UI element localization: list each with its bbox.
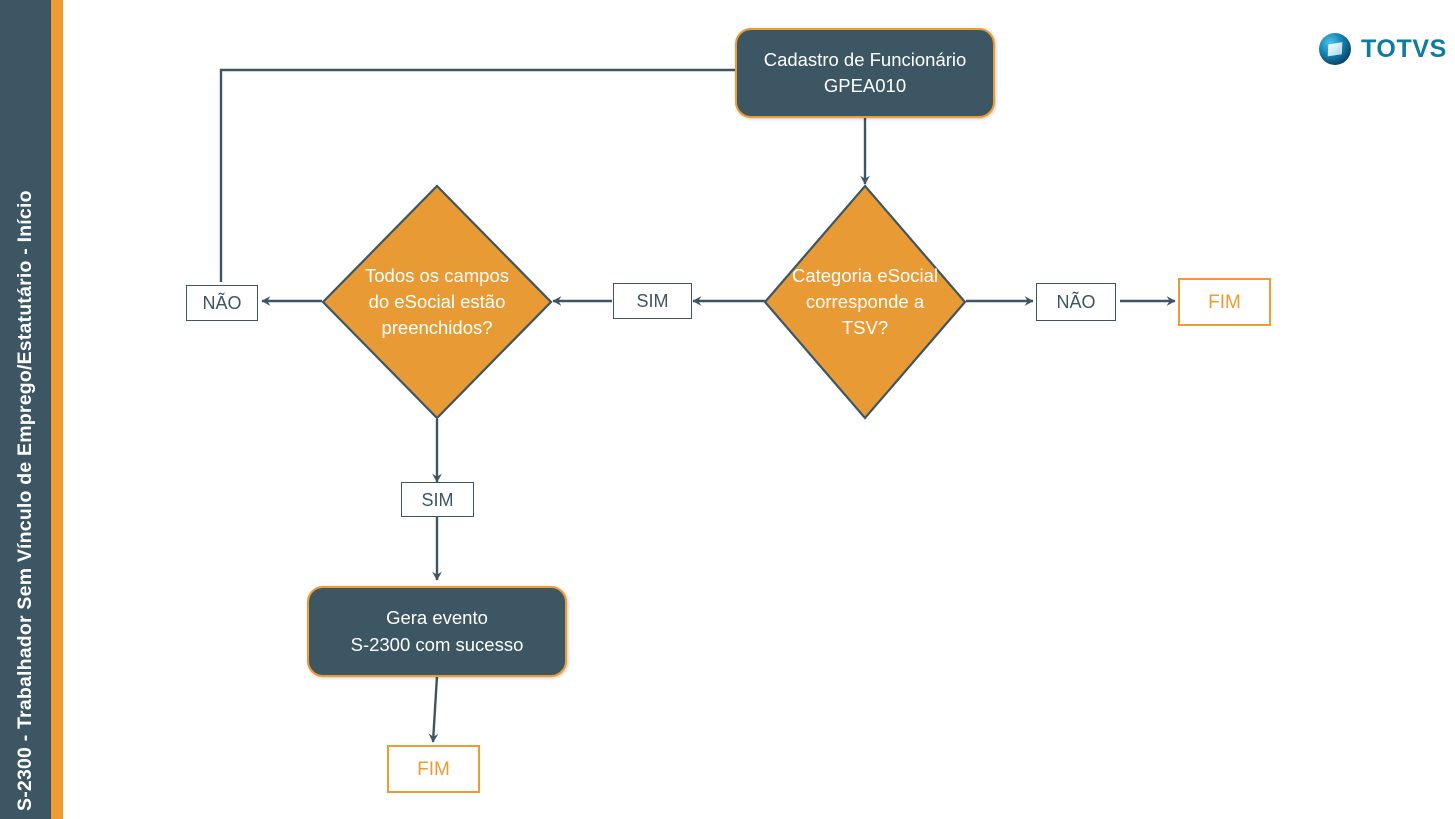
- node-gera-evento[interactable]: Gera evento S-2300 com sucesso: [307, 586, 567, 677]
- node-cadastro-funcionario-line2: GPEA010: [823, 75, 907, 96]
- node-decision-categoria-text: Categoria eSocial corresponde a TSV?: [783, 263, 946, 342]
- node-decision-campos-line2: do eSocial estão: [368, 290, 506, 312]
- node-cadastro-funcionario-line1: Cadastro de Funcionário: [763, 48, 967, 70]
- node-cadastro-funcionario[interactable]: Cadastro de Funcionário GPEA010: [735, 28, 995, 118]
- totvs-logo-text: TOTVS: [1361, 34, 1447, 63]
- node-gera-evento-line1: Gera evento: [386, 607, 488, 629]
- label-nao-categoria-text: NÃO: [1056, 292, 1096, 312]
- totvs-circle-logo-icon: [1318, 32, 1352, 66]
- node-decision-categoria-line1: Categoria eSocial: [791, 264, 939, 286]
- label-nao-campos-text: NÃO: [202, 293, 242, 313]
- label-sim-campos-text: SIM: [421, 489, 454, 510]
- node-decision-campos-text: Todos os campos do eSocial estão preench…: [330, 263, 543, 342]
- node-decision-campos-preenchidos[interactable]: Todos os campos do eSocial estão preench…: [321, 184, 553, 420]
- node-decision-campos-line1: Todos os campos: [365, 264, 509, 286]
- node-decision-campos-line3: preenchidos?: [381, 317, 493, 339]
- label-sim-categoria[interactable]: SIM: [613, 283, 692, 319]
- node-decision-categoria-line3: TSV?: [841, 317, 889, 339]
- label-nao-campos[interactable]: NÃO: [186, 285, 258, 321]
- edge-gera-evento-to-fim-bottom: [428, 675, 439, 743]
- totvs-logo: TOTVS: [1318, 28, 1446, 70]
- label-nao-categoria[interactable]: NÃO: [1036, 283, 1116, 321]
- diamond-shape: [321, 184, 553, 420]
- node-decision-categoria-line2: corresponde a: [805, 290, 925, 312]
- sidebar-dark-band: [0, 0, 51, 819]
- sidebar-vertical-title: S-2300 - Trabalhador Sem Vínculo de Empr…: [14, 190, 36, 811]
- node-decision-categoria-esocial[interactable]: Categoria eSocial corresponde a TSV?: [763, 184, 967, 420]
- node-gera-evento-line2: S-2300 com sucesso: [350, 633, 524, 655]
- label-sim-categoria-text: SIM: [636, 291, 669, 311]
- node-fim-right-text: FIM: [1208, 291, 1241, 313]
- node-fim-right[interactable]: FIM: [1178, 278, 1271, 326]
- node-fim-bottom[interactable]: FIM: [387, 745, 480, 793]
- sidebar-orange-accent-bar: [51, 0, 63, 819]
- label-sim-campos[interactable]: SIM: [401, 482, 474, 517]
- diamond-shape: [763, 184, 967, 420]
- node-fim-bottom-text: FIM: [417, 758, 450, 780]
